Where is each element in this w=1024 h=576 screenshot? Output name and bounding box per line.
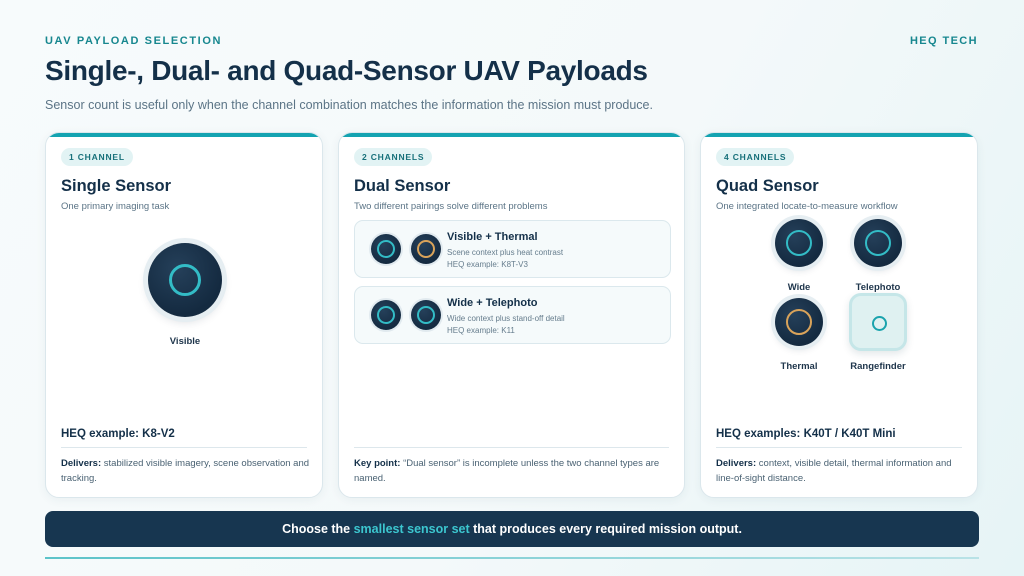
card-footnote: Delivers: stabilized visible imagery, sc… [61,456,310,486]
pairing-description: Wide context plus stand-off detail [447,314,565,323]
section-kicker: UAV PAYLOAD SELECTION [45,35,223,47]
card-title: Single Sensor [61,177,172,195]
visible-sensor-icon [148,243,222,317]
card-subtitle: One integrated locate-to-measure workflo… [716,201,898,212]
telephoto-sensor-icon [411,300,441,330]
pairing-title: Wide + Telephoto [447,297,538,309]
heq-example: HEQ examples: K40T / K40T Mini [716,428,896,440]
dual-sensor-card: 2 CHANNELS Dual Sensor Two different pai… [338,132,685,498]
page-title: Single-, Dual- and Quad-Sensor UAV Paylo… [45,55,648,86]
channel-badge: 2 CHANNELS [354,148,433,166]
bottom-accent-line [45,557,979,559]
channel-badge: 1 CHANNEL [61,148,133,166]
footnote-label: Key point: [354,458,401,469]
lens-ring-icon [865,230,891,256]
banner-after: that produces every required mission out… [469,522,742,536]
footnote-label: Delivers: [61,458,102,469]
wide-sensor-icon [775,219,823,267]
divider [716,447,962,448]
lens-ring-icon [786,230,812,256]
quad-sensor-card: 4 CHANNELS Quad Sensor One integrated lo… [700,132,978,498]
divider [61,447,307,448]
banner-text: Choose the smallest sensor set that prod… [282,522,742,536]
divider [354,447,669,448]
card-subtitle: Two different pairings solve different p… [354,201,548,212]
telephoto-sensor-icon [854,219,902,267]
footnote-text: “Dual sensor” is incomplete unless the t… [354,458,660,484]
footnote-label: Delivers: [716,458,757,469]
lens-ring-icon [169,264,201,296]
brand-name: HEQ TECH [909,35,978,47]
card-footnote: Delivers: context, visible detail, therm… [716,456,965,486]
lens-ring-icon [417,240,435,258]
pairing-example: HEQ example: K11 [447,326,515,335]
rangefinder-sensor-icon [849,293,907,351]
thermal-sensor-icon [411,234,441,264]
sensor-label: Rangefinder [850,361,906,372]
card-footnote: Key point: “Dual sensor” is incomplete u… [354,456,672,486]
sensor-label: Visible [169,336,201,347]
pairing-description: Scene context plus heat contrast [447,248,564,257]
pairing-visible-thermal: Visible + Thermal Scene context plus hea… [354,220,671,278]
pairing-example: HEQ example: K8T-V3 [447,260,528,269]
thermal-sensor-icon [775,298,823,346]
channel-badge: 4 CHANNELS [716,148,795,166]
footnote-text: context, visible detail, thermal informa… [716,458,952,484]
lens-ring-icon [377,306,395,324]
pairing-wide-telephoto: Wide + Telephoto Wide context plus stand… [354,286,671,344]
pairing-title: Visible + Thermal [447,231,538,243]
card-title: Dual Sensor [354,177,451,195]
lens-ring-icon [872,316,887,331]
lens-ring-icon [377,240,395,258]
sensor-label: Wide [787,282,811,293]
lens-ring-icon [786,309,812,335]
sensor-label: Telephoto [855,282,901,293]
visible-sensor-icon [371,234,401,264]
card-title: Quad Sensor [716,177,819,195]
heq-example: HEQ example: K8-V2 [61,428,175,440]
single-sensor-card: 1 CHANNEL Single Sensor One primary imag… [45,132,323,498]
footnote-text: stabilized visible imagery, scene observ… [61,458,310,484]
takeaway-banner: Choose the smallest sensor set that prod… [45,511,979,547]
page-subtitle: Sensor count is useful only when the cha… [45,98,653,112]
banner-before: Choose the [282,522,354,536]
banner-highlight: smallest sensor set [353,522,470,536]
lens-ring-icon [417,306,435,324]
wide-sensor-icon [371,300,401,330]
card-subtitle: One primary imaging task [61,201,170,212]
sensor-label: Thermal [780,361,818,372]
